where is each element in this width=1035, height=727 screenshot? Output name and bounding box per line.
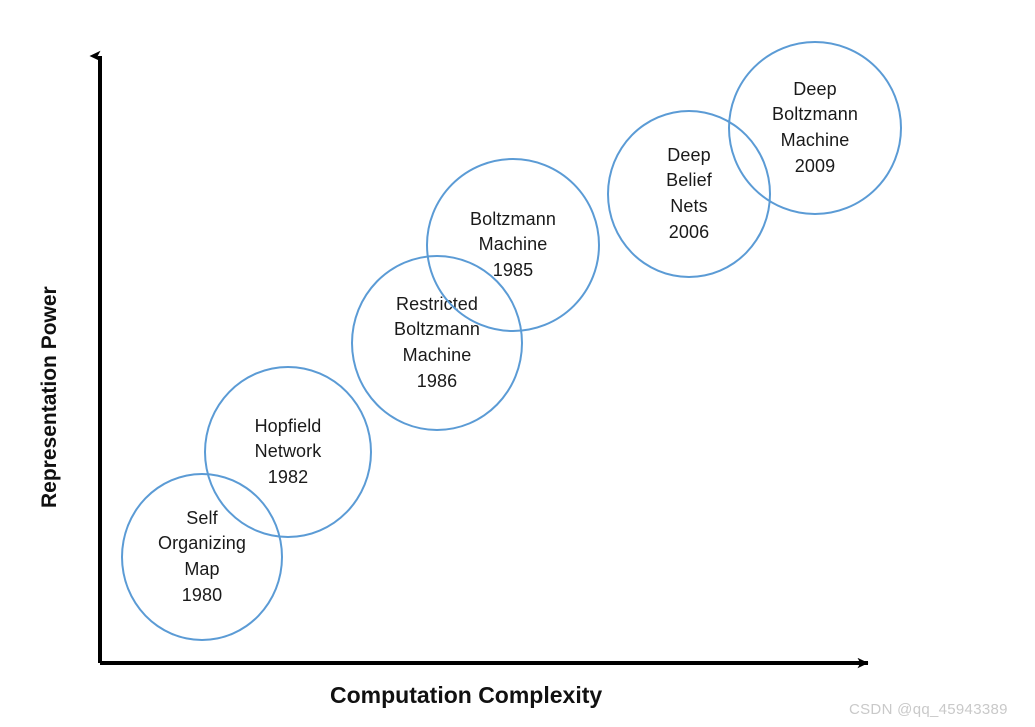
bubble-label-line-3: Machine xyxy=(402,345,472,365)
bubble-year: 1985 xyxy=(492,259,534,280)
bubble-year: 2006 xyxy=(668,221,710,242)
bubble-label-line-2: Boltzmann xyxy=(394,319,480,340)
bubble-label-line-1: Hopfield xyxy=(254,415,322,436)
bubble-label-line-2: Belief xyxy=(666,170,712,191)
bubble-year: 1980 xyxy=(181,584,223,605)
bubble-hopfield-network[interactable]: Hopfield Network 1982 xyxy=(204,366,372,538)
bubble-label-line-2: Organizing xyxy=(157,533,247,554)
bubble-label-line-2: Machine xyxy=(478,234,548,255)
bubble-label-line-3: Machine xyxy=(780,130,850,150)
y-axis-label: Representation Power xyxy=(38,286,61,508)
bubble-year: 1986 xyxy=(416,370,458,391)
bubble-label-line-1: Deep xyxy=(793,78,837,99)
watermark: CSDN @qq_45943389 xyxy=(849,701,1008,718)
bubble-deep-boltzmann-machine[interactable]: Deep Boltzmann Machine 2009 xyxy=(728,41,902,215)
bubble-label-line-1: Self xyxy=(186,507,218,528)
bubble-year: 1982 xyxy=(267,466,309,487)
bubble-label-line-2: Network xyxy=(254,441,322,462)
bubble-label-line-3: Nets xyxy=(670,196,708,216)
bubble-deep-belief-nets[interactable]: Deep Belief Nets 2006 xyxy=(607,110,771,278)
bubble-label-line-3: Map xyxy=(184,559,220,579)
bubble-label-line-2: Boltzmann xyxy=(772,104,858,125)
bubble-self-organizing-map[interactable]: Self Organizing Map 1980 xyxy=(121,473,283,641)
x-axis-label: Computation Complexity xyxy=(330,682,603,708)
bubble-year: 2009 xyxy=(794,155,836,176)
bubble-label-line-1: Boltzmann xyxy=(470,208,556,229)
bubble-boltzmann-machine[interactable]: Boltzmann Machine 1985 xyxy=(426,158,600,332)
bubble-label-line-1: Deep xyxy=(667,144,711,165)
